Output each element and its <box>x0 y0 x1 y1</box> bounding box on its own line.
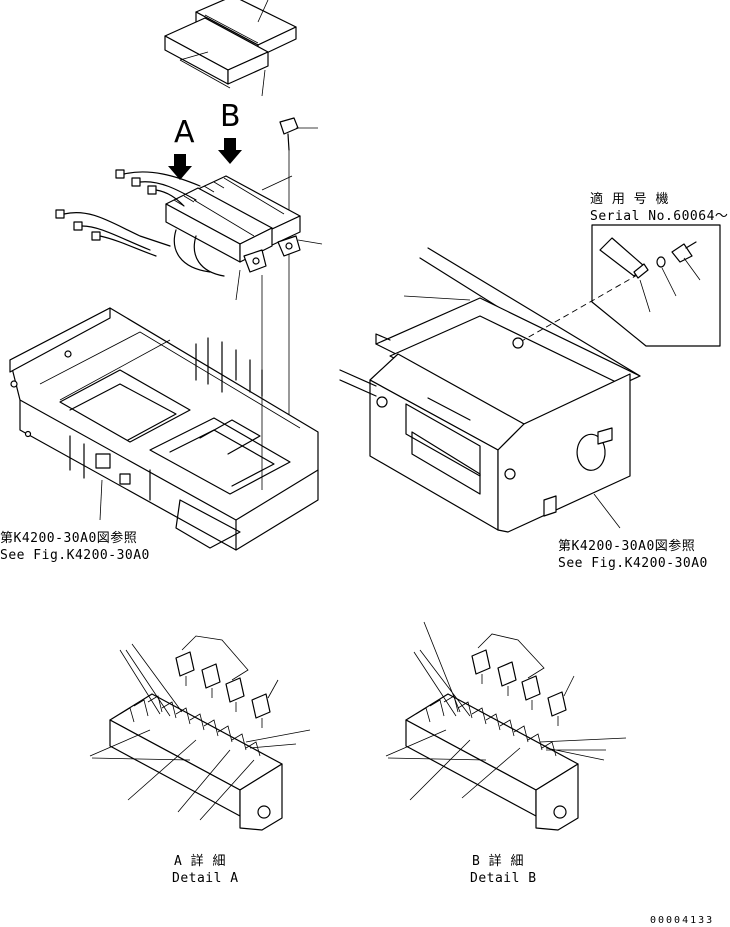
detail-a-title-jp: A 詳 細 <box>174 854 226 869</box>
serial-number: Serial No.60064～ <box>590 209 729 224</box>
drawing-code: 00004133 <box>650 915 715 926</box>
leader-line <box>257 0 269 23</box>
arrow-a-label: A <box>174 115 195 150</box>
detail-b-drawing <box>385 621 627 831</box>
serial-detail-box <box>591 224 721 347</box>
ref-left-jp: 第K4200-30A0図参照 <box>0 531 138 546</box>
detail-b-title-en: Detail B <box>470 871 537 886</box>
ref-left-en: See Fig.K4200-30A0 <box>0 548 150 563</box>
detail-a-title-en: Detail A <box>172 871 239 886</box>
leader-line <box>593 493 621 529</box>
mount-hole <box>512 337 524 349</box>
serial-title: 適 用 号 機 <box>590 192 669 207</box>
leader-line <box>297 239 323 245</box>
console-housing <box>339 247 641 533</box>
detail-a-drawing <box>89 635 311 831</box>
ref-right-en: See Fig.K4200-30A0 <box>558 556 708 571</box>
arrow-b-label: B <box>220 99 241 134</box>
ref-right-jp: 第K4200-30A0図参照 <box>558 539 696 554</box>
detail-b-title-jp: B 詳 細 <box>472 854 524 869</box>
view-arrow-a <box>168 154 192 180</box>
wire-harness <box>55 169 241 301</box>
leader-line <box>519 269 647 343</box>
view-arrow-b <box>218 138 242 164</box>
mounting-bracket <box>9 275 319 551</box>
leader-line <box>261 175 293 191</box>
leader-line <box>179 51 209 61</box>
fuse-box-a <box>165 187 273 273</box>
fuse-cover-lower <box>164 17 269 97</box>
